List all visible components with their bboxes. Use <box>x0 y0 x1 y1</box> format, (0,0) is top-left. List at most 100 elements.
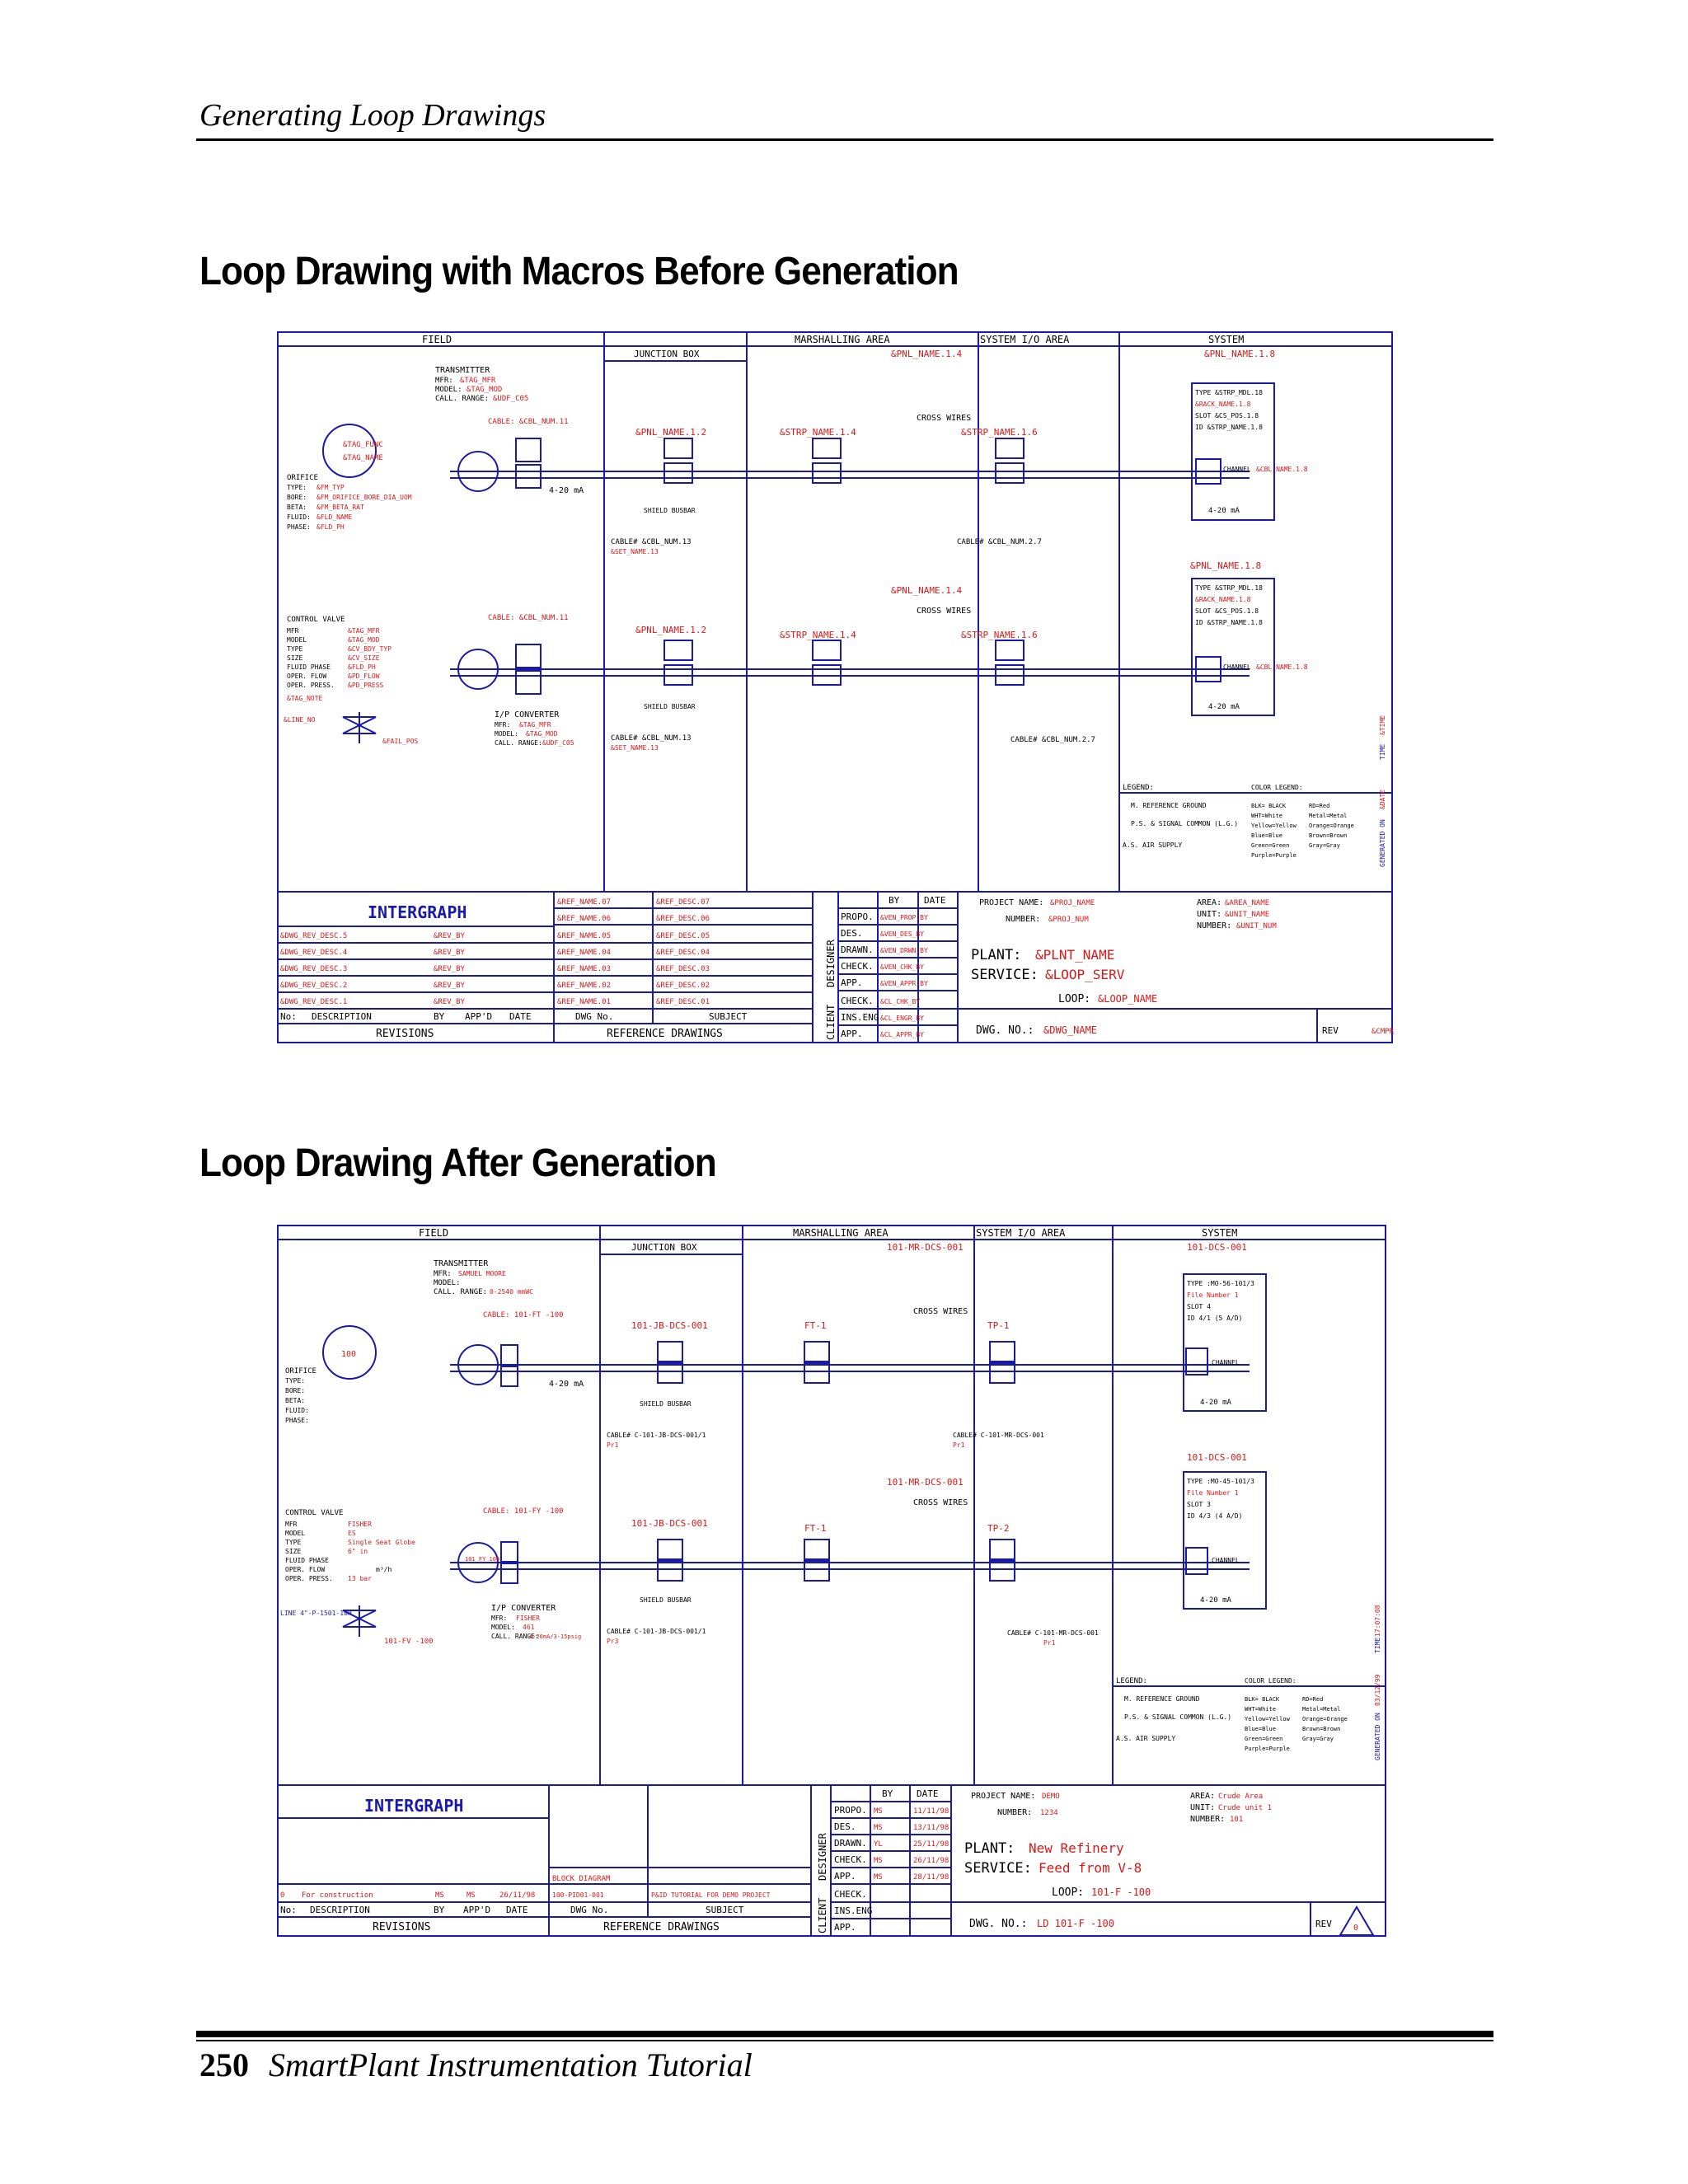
type-box-b4: ID &STRP_NAME.1.8 <box>1195 619 1263 626</box>
rev-h-dwg: DWG No. <box>575 1011 613 1022</box>
a-client-label: CLIENT <box>817 1898 828 1933</box>
a-ip-model-val: 461 <box>523 1624 535 1631</box>
cable-1: CABLE: &CBL_NUM.11 <box>488 418 569 426</box>
a-designer: DESIGNER <box>817 1832 828 1881</box>
a-type-b2: File Number 1 <box>1187 1489 1239 1497</box>
a-rev-subject: P&ID TUTORIAL FOR DEMO PROJECT <box>651 1891 771 1899</box>
a-rev-appd: MS <box>467 1891 476 1900</box>
plant-label: PLANT: <box>971 947 1021 963</box>
mfr-label: MFR: <box>435 377 453 385</box>
a-loop-label: LOOP: <box>1052 1886 1084 1899</box>
a-cable-4: CABLE# C-101-JB-DCS-001/1 <box>607 1628 706 1635</box>
a-sys-top: 101-DCS-001 <box>1187 1242 1247 1253</box>
a-legend-title: LEGEND: <box>1116 1677 1147 1685</box>
cv-size: SIZE <box>287 654 302 662</box>
ref-desc-5: &REF_DESC.05 <box>656 932 710 940</box>
a-dwg-label: DWG. NO.: <box>969 1918 1027 1930</box>
a-transmitter: TRANSMITTER <box>434 1259 489 1268</box>
orifice-label: ORIFICE <box>287 474 318 482</box>
page-number: 250 <box>199 2046 249 2083</box>
strp-name-2: &STRP_NAME.1.6 <box>961 427 1038 438</box>
a-by-4: MS <box>874 1857 883 1865</box>
ref-desc-6: &REF_DESC.06 <box>656 915 710 923</box>
a-client-1: CHECK. <box>834 1889 867 1900</box>
pnl-name-jb: &PNL_NAME.1.2 <box>635 427 706 438</box>
a-date-3: 25/11/98 <box>913 1840 949 1849</box>
area-label: AREA: <box>1197 898 1221 907</box>
a-mfr: MFR: <box>434 1270 452 1278</box>
ip-range-val: &UDF_C05 <box>542 739 574 747</box>
ref-name-2: &REF_NAME.02 <box>557 982 611 990</box>
a-control-valve: CONTROL VALVE <box>285 1509 343 1517</box>
cable-4: CABLE# &CBL_NUM.13 <box>611 734 692 743</box>
a-cable-2: CABLE# C-101-JB-DCS-001/1 <box>607 1432 706 1439</box>
a-line-no: LINE 4"-P-1501-10H <box>280 1610 352 1617</box>
a-dwg-val: LD 101-F -100 <box>1037 1918 1114 1929</box>
rev-by-4: &REV_BY <box>434 949 466 957</box>
a-ip-converter: I/P CONVERTER <box>491 1604 556 1613</box>
a-cv-flow-unit: m³/h <box>376 1566 392 1573</box>
a-pnl-mid: 101-MR-DCS-001 <box>887 1477 964 1488</box>
a-project-name-label: PROJECT NAME: <box>971 1792 1035 1801</box>
color-legend-title: COLOR LEGEND: <box>1251 784 1303 791</box>
a-cable-2b: Pr1 <box>607 1441 619 1449</box>
cross-wires-2: CROSS WIRES <box>917 607 971 616</box>
a-cv-size-val: 6" in <box>348 1548 368 1555</box>
cv-type: TYPE <box>287 645 302 653</box>
area-field: FIELD <box>422 334 452 345</box>
legend-title: LEGEND: <box>1123 784 1154 792</box>
cable-2: CABLE# &CBL_NUM.13 <box>611 538 692 546</box>
a-orifice-bore: BORE: <box>285 1387 305 1394</box>
cv-fluid: FLUID PHASE <box>287 663 331 671</box>
cv-model: MODEL <box>287 636 307 644</box>
role-app: APP. <box>841 977 863 988</box>
ref-name-7: &REF_NAME.07 <box>557 898 611 907</box>
a-jb-2: 101-JB-DCS-001 <box>631 1518 708 1529</box>
range-label: CALL. RANGE: <box>435 395 489 403</box>
a-cl-2: WHT=White <box>1245 1706 1276 1713</box>
number-val: &PROJ_NUM <box>1048 916 1089 924</box>
ip-mfr-val: &TAG_MFR <box>519 721 551 729</box>
a-rev-h-appd: APP'D <box>463 1905 490 1915</box>
cl-4: Blue=Blue <box>1251 832 1282 839</box>
rev-row-1: &DWG_REV_DESC.1 <box>280 998 347 1006</box>
a-cl2-4: Brown=Brown <box>1302 1726 1340 1732</box>
footer-rule-thick <box>196 2031 1493 2037</box>
cv-mfr-val: &TAG_MFR <box>348 627 380 635</box>
loop-label: LOOP: <box>1058 993 1090 1005</box>
a-by-2: MS <box>874 1824 883 1832</box>
a-orifice-beta: BETA: <box>285 1397 305 1404</box>
rev-row-2: &DWG_REV_DESC.2 <box>280 982 347 990</box>
a-role-4: CHECK. <box>834 1854 867 1865</box>
a-ma-2: 4-20 mA <box>1200 1399 1232 1407</box>
a-cl2-1: RD=Red <box>1302 1696 1323 1703</box>
a-rev-h-dwg: DWG No. <box>570 1905 608 1915</box>
a-time-label: TIME <box>1374 1638 1381 1653</box>
type-box-1: TYPE &STRP_MDL.18 <box>1195 389 1263 396</box>
a-ip-range: CALL. RANGE: <box>491 1633 539 1640</box>
role-val-1: &VEN_PROP_BY <box>880 914 928 921</box>
orifice-phase: PHASE: <box>287 523 311 531</box>
a-range-val: 0-2540 mmWC <box>490 1288 533 1296</box>
a-cv-mfr: MFR <box>285 1521 298 1528</box>
channel-val-2: &CBL_NAME.1.8 <box>1256 663 1308 671</box>
role-des: DES. <box>841 928 863 939</box>
ref-name-5: &REF_NAME.05 <box>557 932 611 940</box>
rev-by-3: &REV_BY <box>434 965 466 973</box>
a-rev-h-no: No: <box>280 1905 297 1915</box>
a-ip-mfr-val: FISHER <box>516 1615 540 1622</box>
a-generated-on: GENERATED ON <box>1374 1713 1381 1760</box>
client-inseng: INS.ENG <box>841 1012 879 1023</box>
a-type-1: TYPE :MO-56-101/3 <box>1187 1280 1254 1287</box>
a-type-b4: ID 4/3 (4 A/D) <box>1187 1512 1242 1520</box>
footer-title: SmartPlant Instrumentation Tutorial <box>269 2046 753 2083</box>
cv-model-val: &TAG_MOD <box>348 636 380 644</box>
a-rev-desc: For construction <box>302 1891 373 1900</box>
rev-h-desc: DESCRIPTION <box>312 1011 372 1022</box>
cable-3: CABLE# &CBL_NUM.2.7 <box>957 538 1042 546</box>
a-intergraph-logo: INTERGRAPH <box>364 1796 463 1816</box>
a-cable-1: CABLE: 101-FT -100 <box>483 1311 564 1319</box>
cv-press-val: &PD_PRESS <box>348 682 384 689</box>
a-client-3: APP. <box>834 1922 856 1933</box>
a-shield-1: SHIELD BUSBAR <box>640 1400 692 1408</box>
